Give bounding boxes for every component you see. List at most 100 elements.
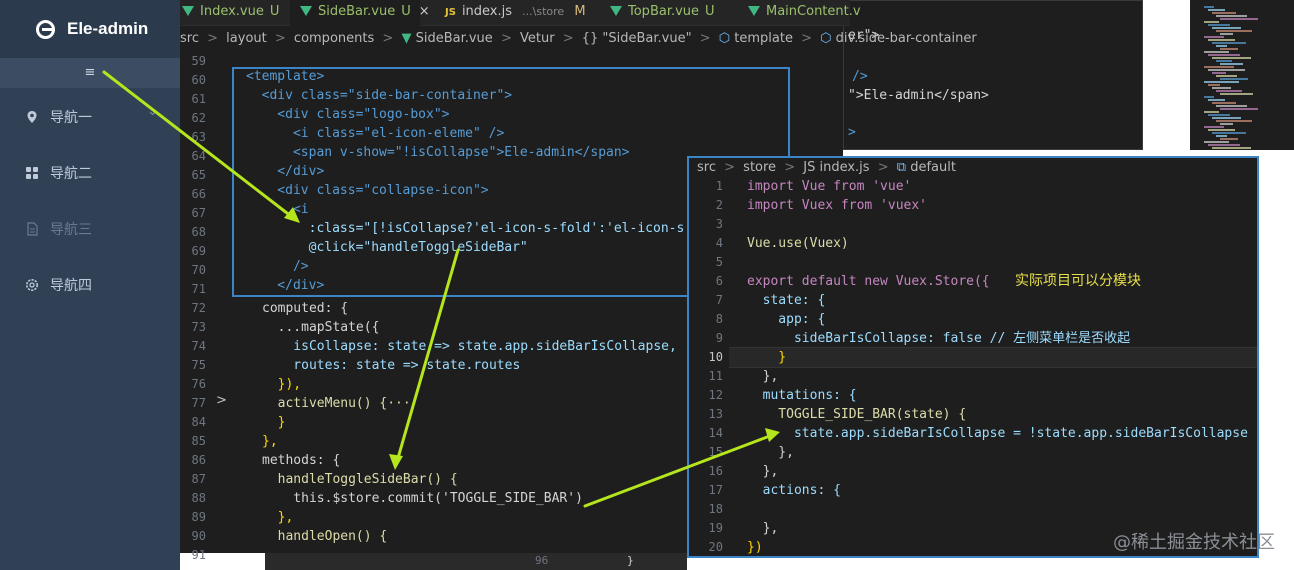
code-line: methods: { — [262, 453, 341, 468]
line-number: 88 — [191, 491, 206, 505]
tab-maincontent-vue[interactable]: MainContent.v — [748, 0, 861, 26]
git-status-badge: U — [401, 4, 411, 19]
close-icon[interactable]: × — [418, 4, 430, 19]
breadcrumb-item[interactable]: JS index.js — [803, 160, 870, 175]
line-number: 16 — [708, 464, 723, 478]
minimap-line — [1220, 138, 1238, 140]
minimap-line — [1216, 105, 1247, 107]
sidebar-item-nav2[interactable]: 导航二 — [0, 146, 180, 202]
code-line: }, — [747, 521, 779, 536]
breadcrumb-item[interactable]: template — [734, 31, 793, 46]
minimap-line — [1208, 54, 1240, 56]
line-number: 15 — [708, 445, 723, 459]
minimap-line — [1216, 15, 1247, 17]
code-fragment: ">Ele-admin</span> — [848, 88, 989, 103]
line-number: 10 — [708, 350, 723, 364]
minimap-line — [1204, 81, 1239, 83]
minimap-line — [1204, 126, 1224, 128]
sidebar-item-nav1[interactable]: 导航一 ⌄ — [0, 90, 180, 146]
breadcrumb-item[interactable]: Vetur — [519, 31, 555, 46]
annotation-text: 实际项目可以分模块 — [1015, 273, 1141, 289]
code-line: import Vue from 'vue' — [747, 179, 912, 194]
sidebar-item-label: 导航三 — [50, 222, 92, 238]
line-number: 89 — [191, 510, 206, 524]
minimap-line — [1220, 108, 1258, 110]
minimap-line — [1208, 69, 1245, 71]
minimap-line — [1208, 84, 1220, 86]
minimap-line — [1204, 6, 1214, 8]
breadcrumb-item[interactable]: default — [910, 160, 956, 175]
breadcrumb-item[interactable]: src — [180, 31, 199, 46]
breadcrumb-item[interactable]: store — [743, 160, 777, 175]
line-number: 87 — [191, 472, 206, 486]
minimap-line — [1208, 144, 1240, 146]
minimap-line — [1208, 129, 1235, 131]
line-number: 85 — [191, 434, 206, 448]
breadcrumb-item[interactable]: {} "SideBar.vue" — [581, 31, 692, 46]
code-line: <span v-show="!isCollapse">Ele-admin</sp… — [246, 145, 630, 160]
code-line: }, — [747, 464, 779, 479]
breadcrumb-item[interactable]: div.side-bar-container — [835, 31, 977, 46]
breadcrumb: src > layout > components > ▼ SideBar.vu… — [180, 27, 977, 51]
breadcrumb-item[interactable]: components — [293, 31, 375, 46]
line-number: 67 — [191, 206, 206, 220]
minimap-line — [1220, 123, 1233, 125]
code-line: } — [262, 415, 286, 430]
line-number: 14 — [708, 426, 723, 440]
line-number: 74 — [191, 339, 206, 353]
minimap-line — [1212, 147, 1251, 149]
fold-chevron-icon[interactable]: > — [216, 393, 227, 408]
git-status-badge: U — [705, 4, 715, 19]
breadcrumb-item[interactable]: layout — [226, 31, 267, 46]
minimap-line — [1204, 111, 1219, 113]
code-line: routes: state => state.routes — [262, 358, 521, 373]
breadcrumb-item[interactable]: src — [697, 160, 716, 175]
git-status-badge: M — [574, 4, 586, 19]
line-number: 69 — [191, 244, 206, 258]
hamburger-icon: ≡ — [84, 65, 96, 80]
code-line: computed: { — [262, 301, 349, 316]
sidebar-item-nav4[interactable]: 导航四 — [0, 258, 180, 314]
code-line: </div> — [246, 278, 325, 293]
sidebar-item-label: 导航一 — [50, 110, 92, 126]
setting-icon — [26, 279, 38, 291]
breadcrumb-item[interactable]: SideBar.vue — [415, 31, 493, 46]
minimap-line — [1220, 18, 1258, 20]
code-editor-right-fragment: er"> /> ">Ele-admin</span> > — [843, 0, 1143, 150]
menu-icon — [26, 167, 38, 179]
chevron-down-icon: ⌄ — [147, 104, 158, 119]
line-number: 61 — [191, 92, 206, 106]
minimap-line — [1208, 24, 1230, 26]
breadcrumb: src > store > JS index.js > ⧉ default — [697, 160, 956, 178]
breadcrumb-separator: > — [562, 31, 574, 46]
line-number: 96 — [535, 554, 549, 567]
minimap-line — [1216, 90, 1242, 92]
module-icon: ⧉ — [896, 160, 907, 175]
code-fragment: > — [848, 125, 856, 140]
code-line: import Vuex from 'vuex' — [747, 198, 928, 213]
minimap-line — [1220, 78, 1248, 80]
vue-file-icon: ▼ — [401, 31, 412, 46]
minimap-line — [1216, 135, 1227, 137]
collapse-toggle-button[interactable]: ≡ — [0, 58, 180, 88]
breadcrumb-separator: > — [500, 31, 512, 46]
minimap-line — [1220, 48, 1238, 50]
sidebar-item-label: 导航四 — [50, 278, 92, 294]
minimap-line — [1216, 60, 1232, 62]
line-number: 64 — [191, 149, 206, 163]
minimap[interactable] — [1190, 0, 1294, 150]
code-line: app: { — [747, 312, 826, 327]
code-line: } — [747, 350, 787, 365]
element-icon: ⬡ — [820, 31, 832, 46]
tab-label: Index.vue — [200, 4, 264, 19]
code-line: @click="handleToggleSideBar" — [246, 240, 528, 255]
watermark: @稀土掘金技术社区 — [1113, 532, 1275, 553]
sidebar: Ele-admin ≡ 导航一 ⌄ 导航二 导航三 导航 — [0, 0, 180, 570]
code-line: }, — [747, 445, 794, 460]
line-number: 7 — [715, 293, 723, 307]
